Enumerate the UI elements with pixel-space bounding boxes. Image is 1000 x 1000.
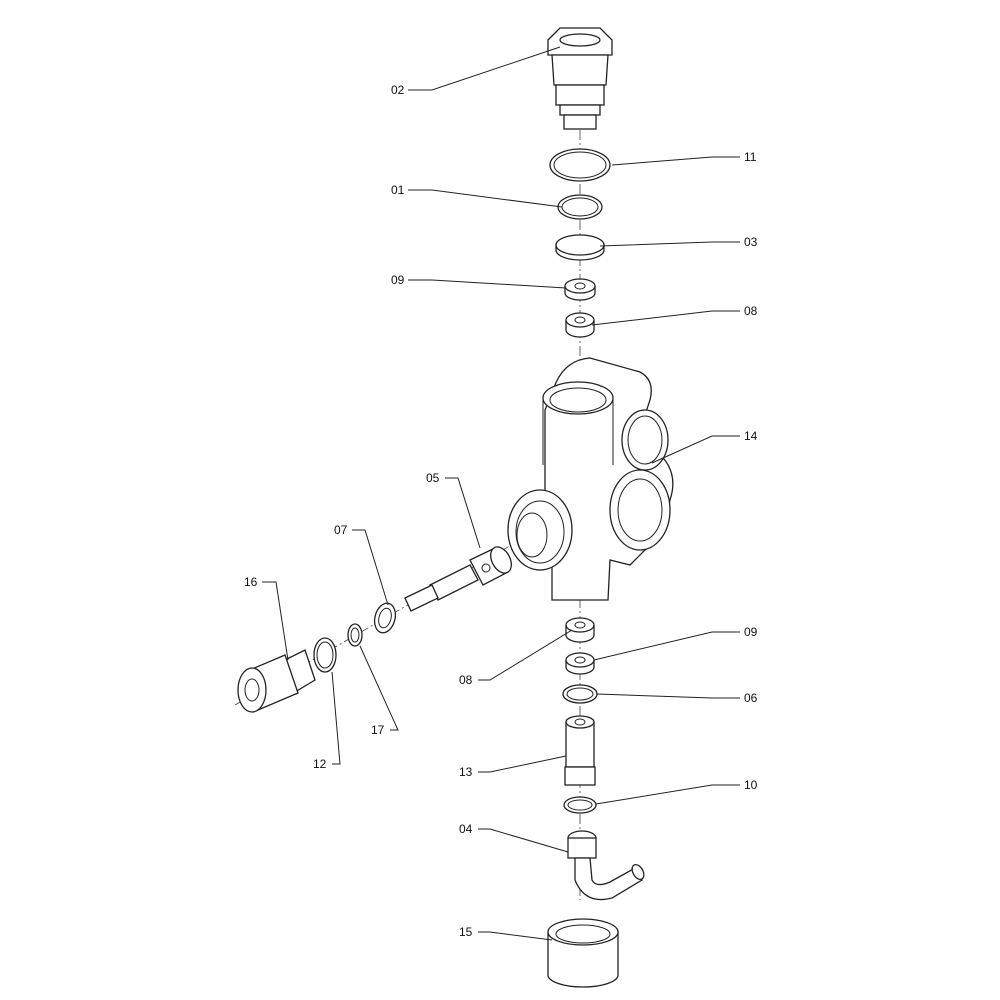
label-part-17: 17 (371, 723, 385, 737)
label-part-04: 04 (459, 822, 473, 836)
label-part-15: 15 (459, 925, 473, 939)
leader-lines (262, 46, 740, 941)
part-02-plug (547, 27, 613, 130)
part-16-fitting (237, 649, 316, 713)
part-04-hose-elbow (567, 830, 645, 901)
label-part-06: 06 (744, 691, 758, 705)
label-part-11: 11 (744, 150, 757, 164)
part-11-o-ring (549, 148, 611, 182)
label-part-01: 01 (391, 183, 405, 197)
part-09-washer-upper (564, 278, 596, 301)
label-part-03: 03 (744, 235, 758, 249)
part-08-seat-lower (565, 617, 595, 643)
part-05-valve-stem (404, 546, 512, 612)
part-01-o-ring (557, 194, 603, 220)
label-part-08-upper: 08 (744, 304, 758, 318)
label-part-12: 12 (313, 757, 327, 771)
part-13-sleeve (564, 715, 596, 786)
label-part-09-upper: 09 (391, 273, 405, 287)
label-part-14: 14 (744, 429, 758, 443)
part-09-washer-lower (565, 652, 595, 675)
label-part-09-lower: 09 (744, 625, 758, 639)
part-15-cap-nut (547, 918, 619, 988)
label-part-10: 10 (744, 778, 758, 792)
part-10-o-ring (563, 796, 597, 814)
label-part-07: 07 (334, 523, 348, 537)
part-07-ring (373, 602, 397, 634)
label-part-02: 02 (391, 83, 405, 97)
label-part-08-lower: 08 (459, 673, 473, 687)
part-03-disc (555, 234, 605, 261)
label-part-13: 13 (459, 765, 473, 779)
label-part-05: 05 (426, 471, 440, 485)
label-part-16: 16 (244, 575, 258, 589)
part-08-seat-upper (565, 312, 595, 338)
part-17-ring (347, 623, 363, 647)
part-14-valve-body (507, 357, 674, 601)
